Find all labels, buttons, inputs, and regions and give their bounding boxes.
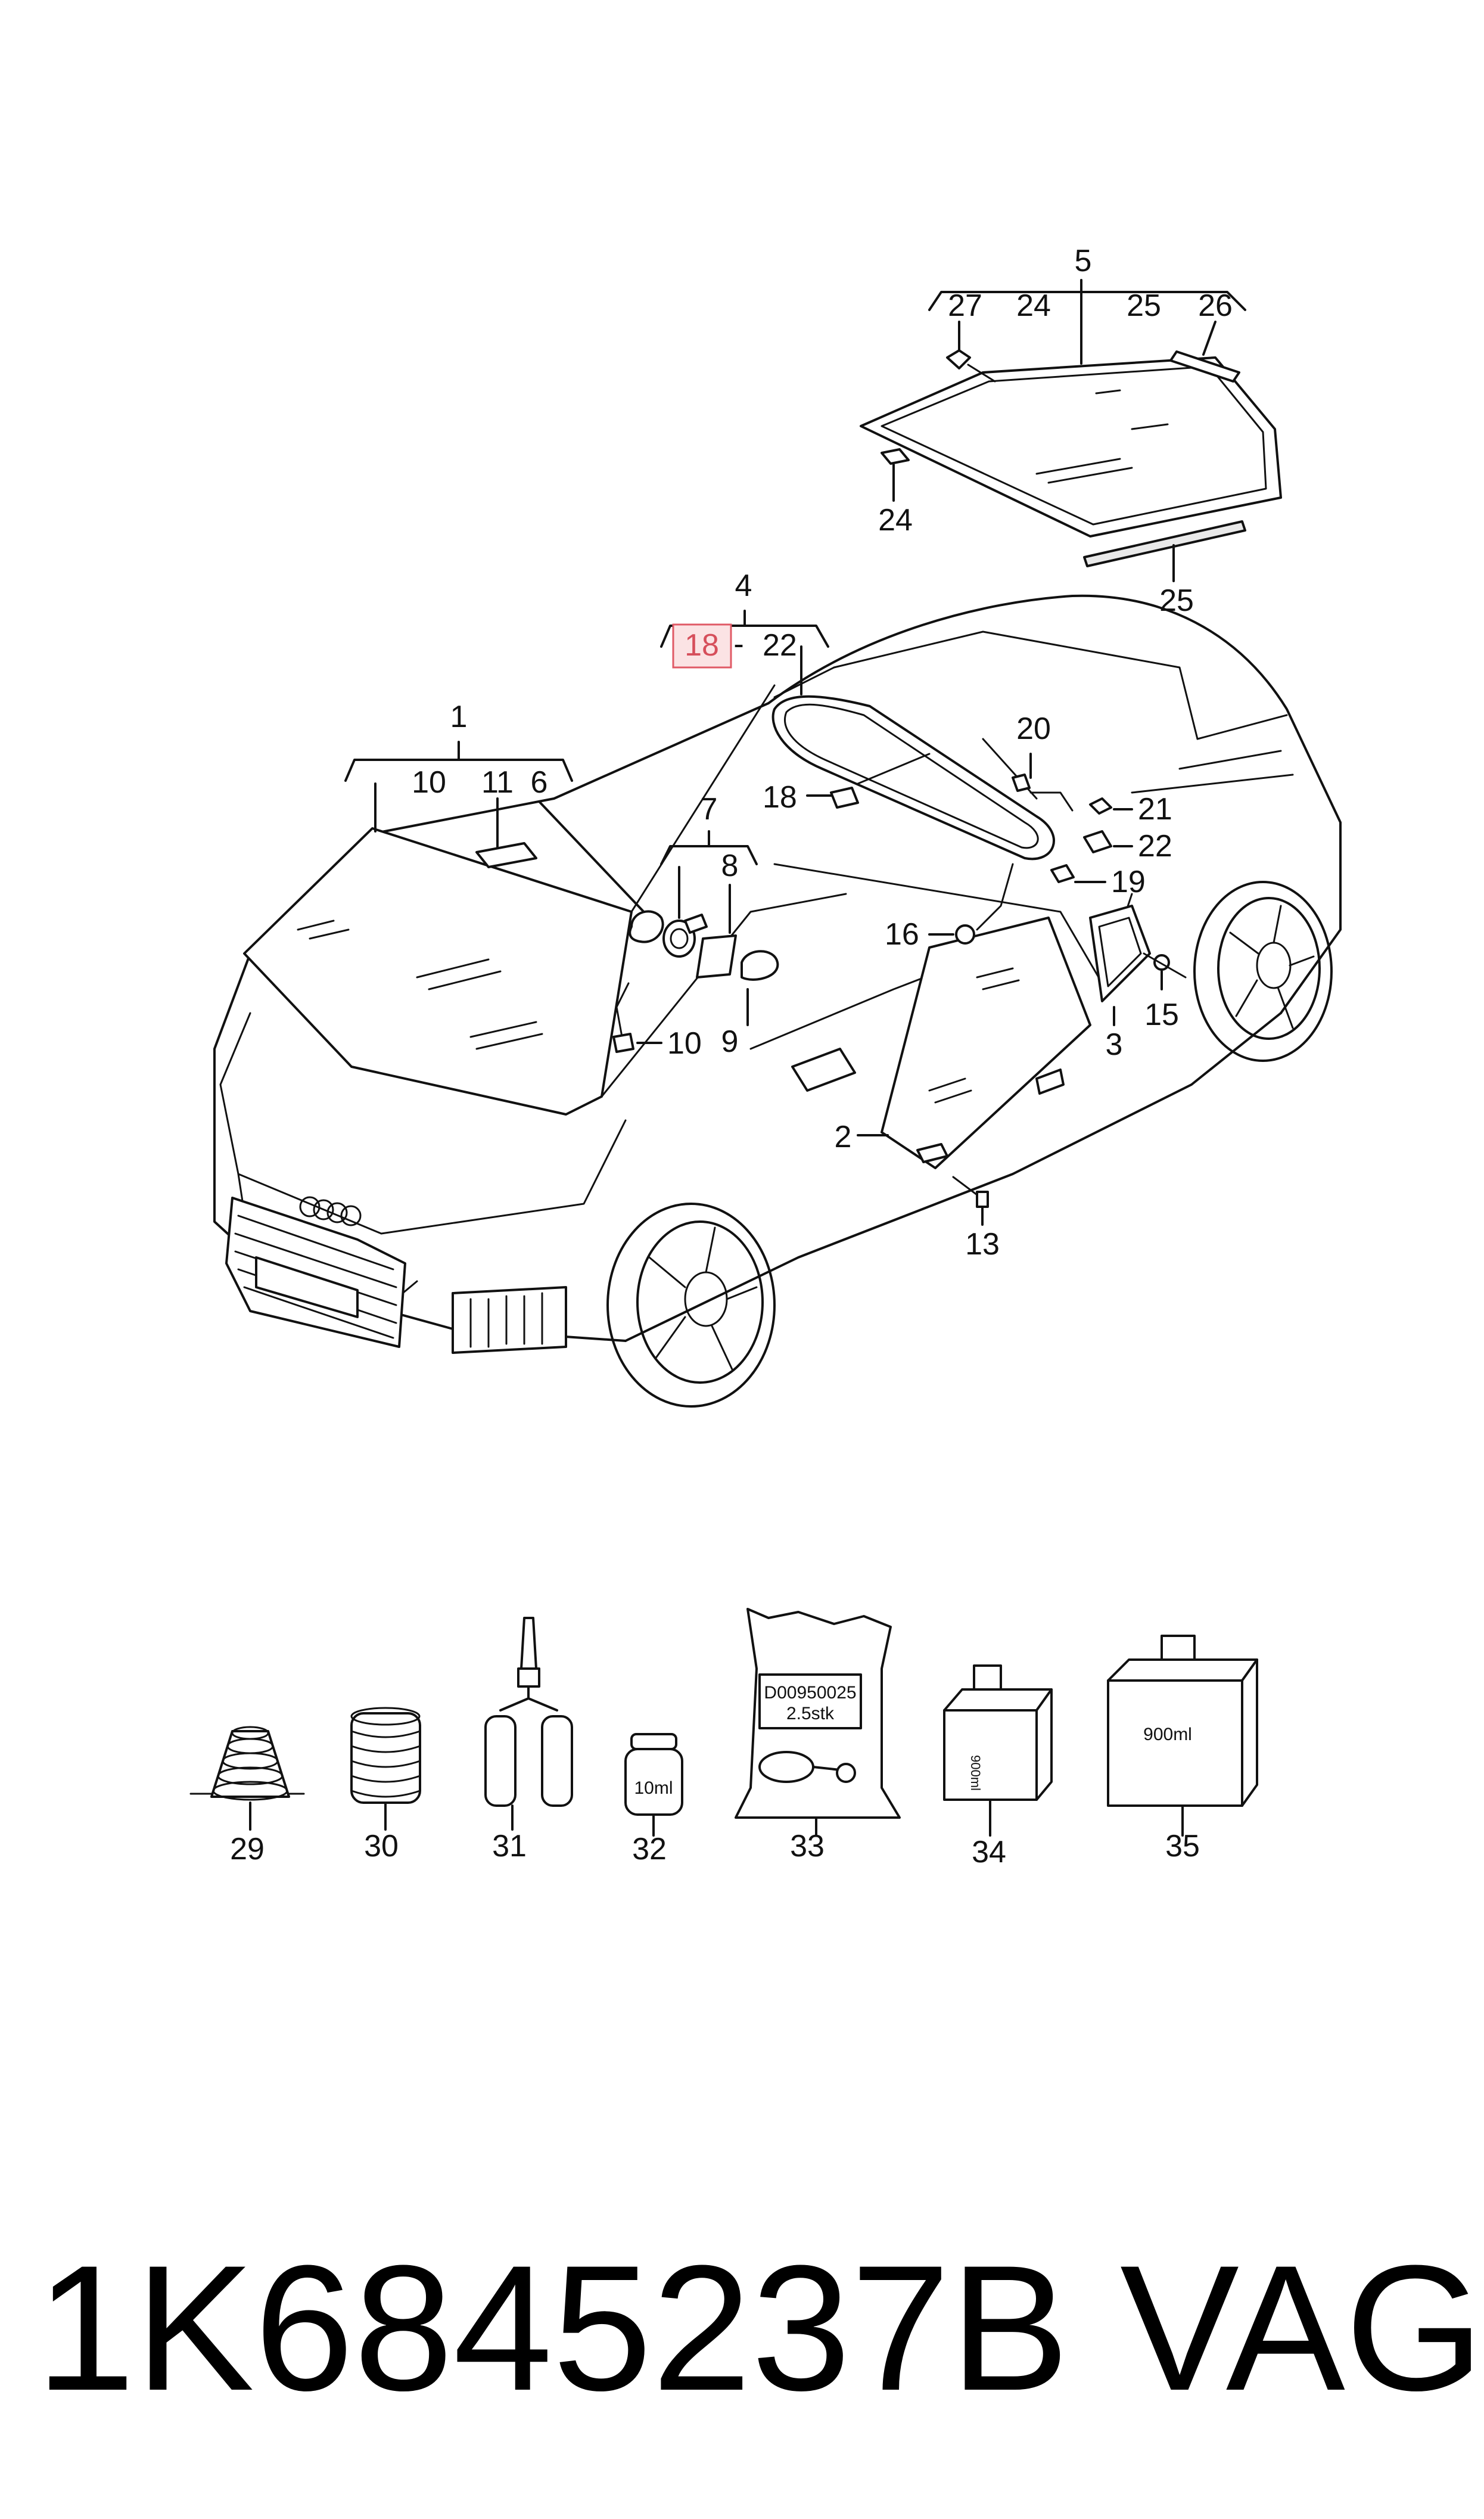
callout-27: 27	[948, 288, 982, 323]
callout-9: 9	[721, 1024, 739, 1059]
callout-3: 3	[1106, 1027, 1123, 1062]
callout-22b: 22	[1138, 829, 1172, 864]
box-35-label: 900ml	[1143, 1725, 1192, 1744]
callout-6: 6	[531, 765, 548, 800]
range-dash: -	[733, 627, 743, 661]
item-34-box: 900ml	[943, 1664, 1053, 1837]
box-34-label: 900ml	[968, 1755, 983, 1791]
callout-33: 33	[790, 1829, 825, 1863]
rear-glass-group	[660, 610, 1187, 1226]
callout-31: 31	[492, 1829, 527, 1863]
callout-15: 15	[1144, 998, 1179, 1032]
item-32-bottle: 10ml	[624, 1733, 683, 1837]
callout-11: 11	[481, 765, 514, 800]
callout-35: 35	[1165, 1829, 1200, 1863]
front-grille	[225, 1197, 406, 1348]
callout-32: 32	[632, 1832, 667, 1866]
footer-part-number: 1K6845237B	[36, 2228, 1069, 2428]
callout-2: 2	[835, 1120, 852, 1154]
item-29-sealing-cone	[189, 1726, 305, 1831]
callout-8: 8	[721, 849, 739, 883]
car-illustration	[213, 594, 1342, 1408]
callout-20: 20	[1016, 712, 1051, 746]
callout-22a: 22	[763, 628, 797, 663]
callout-29: 29	[230, 1832, 265, 1866]
sensor-parts-group	[660, 830, 779, 1026]
item-33-bag: D00950025 2.5stk	[735, 1608, 901, 1837]
front-wheel	[606, 1203, 776, 1408]
highlight-box-18	[672, 623, 732, 669]
callout-21: 21	[1138, 792, 1172, 827]
bag-33-label-line2: 2.5stk	[786, 1704, 835, 1723]
item-35-box: 900ml	[1107, 1635, 1258, 1837]
callout-26: 26	[1198, 288, 1233, 323]
rear-window-glass	[860, 356, 1282, 538]
callout-13: 13	[965, 1227, 1000, 1262]
rear-glass-panel	[771, 695, 1055, 861]
callout-18b: 18	[763, 780, 797, 815]
footer-brand: VAG	[1120, 2228, 1484, 2428]
callout-25a: 25	[1127, 288, 1161, 323]
callout-34: 34	[972, 1835, 1006, 1869]
callout-16: 16	[885, 917, 919, 952]
rear-window-group	[860, 279, 1282, 582]
windshield-parts-group	[344, 741, 664, 1053]
bottle-32-label: 10ml	[634, 1778, 673, 1798]
callout-30: 30	[364, 1829, 399, 1863]
callout-24b: 24	[878, 503, 913, 538]
callout-4: 4	[735, 569, 752, 603]
side-window-glass	[881, 917, 1091, 1169]
callout-19: 19	[1111, 865, 1146, 899]
callout-1: 1	[450, 700, 468, 734]
callout-10a: 10	[412, 765, 446, 800]
accessories-row: 10ml D00950025 2.5stk 900ml	[189, 1608, 1258, 1869]
item-31-twin-cartridge	[484, 1617, 573, 1831]
callout-5: 5	[1075, 244, 1092, 278]
callout-10b: 10	[667, 1026, 702, 1061]
callout-labels: 5 27 24 25 26 24 25 4 18 - 22 1 10 11 6 …	[412, 244, 1233, 1262]
bag-33-label-line1: D00950025	[764, 1683, 856, 1703]
callout-7: 7	[701, 792, 718, 827]
item-30-sealing-cord	[350, 1707, 421, 1831]
callout-25b: 25	[1159, 583, 1194, 618]
audi-rings-logo	[299, 1196, 362, 1226]
rear-wheel	[1193, 881, 1333, 1062]
callout-18-highlighted: 18	[685, 628, 719, 663]
callout-24a: 24	[1016, 288, 1051, 323]
